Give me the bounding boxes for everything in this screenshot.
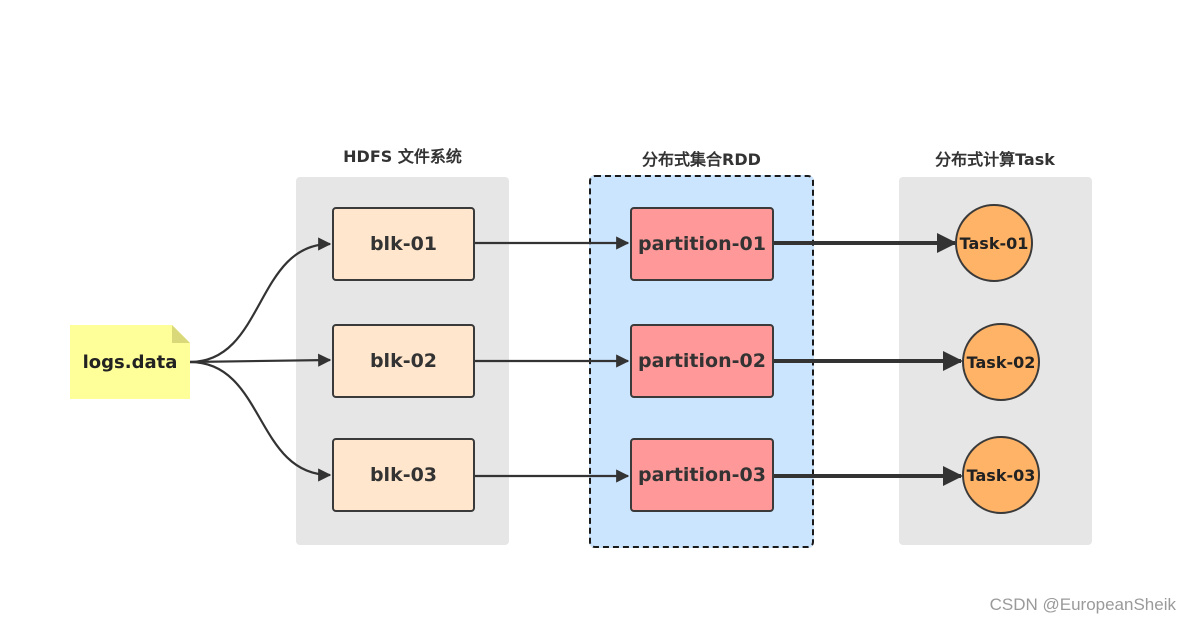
- partition-node-3: partition-03: [630, 438, 774, 512]
- task-title: 分布式计算Task: [935, 150, 1055, 169]
- task-node-2: Task-02: [962, 323, 1040, 401]
- edge-file-blk-03: [189, 360, 332, 482]
- partition-node-2: partition-02: [630, 324, 774, 398]
- task-node-3: Task-03: [962, 436, 1040, 514]
- block-node-3: blk-03: [332, 438, 475, 512]
- file-note-icon: [70, 325, 190, 399]
- edge-file-blk-02: [189, 353, 332, 367]
- task-node-1: Task-01: [955, 204, 1033, 282]
- block-node-2: blk-02: [332, 324, 475, 398]
- file-label: logs.data: [82, 351, 178, 373]
- edge-file-blk-01: [189, 237, 332, 364]
- hdfs-title: HDFS 文件系统: [343, 147, 462, 166]
- watermark: CSDN @EuropeanSheik: [989, 595, 1176, 614]
- partition-node-1: partition-01: [630, 207, 774, 281]
- block-node-1: blk-01: [332, 207, 475, 281]
- rdd-title: 分布式集合RDD: [642, 150, 761, 169]
- file-node: logs.data: [70, 325, 190, 399]
